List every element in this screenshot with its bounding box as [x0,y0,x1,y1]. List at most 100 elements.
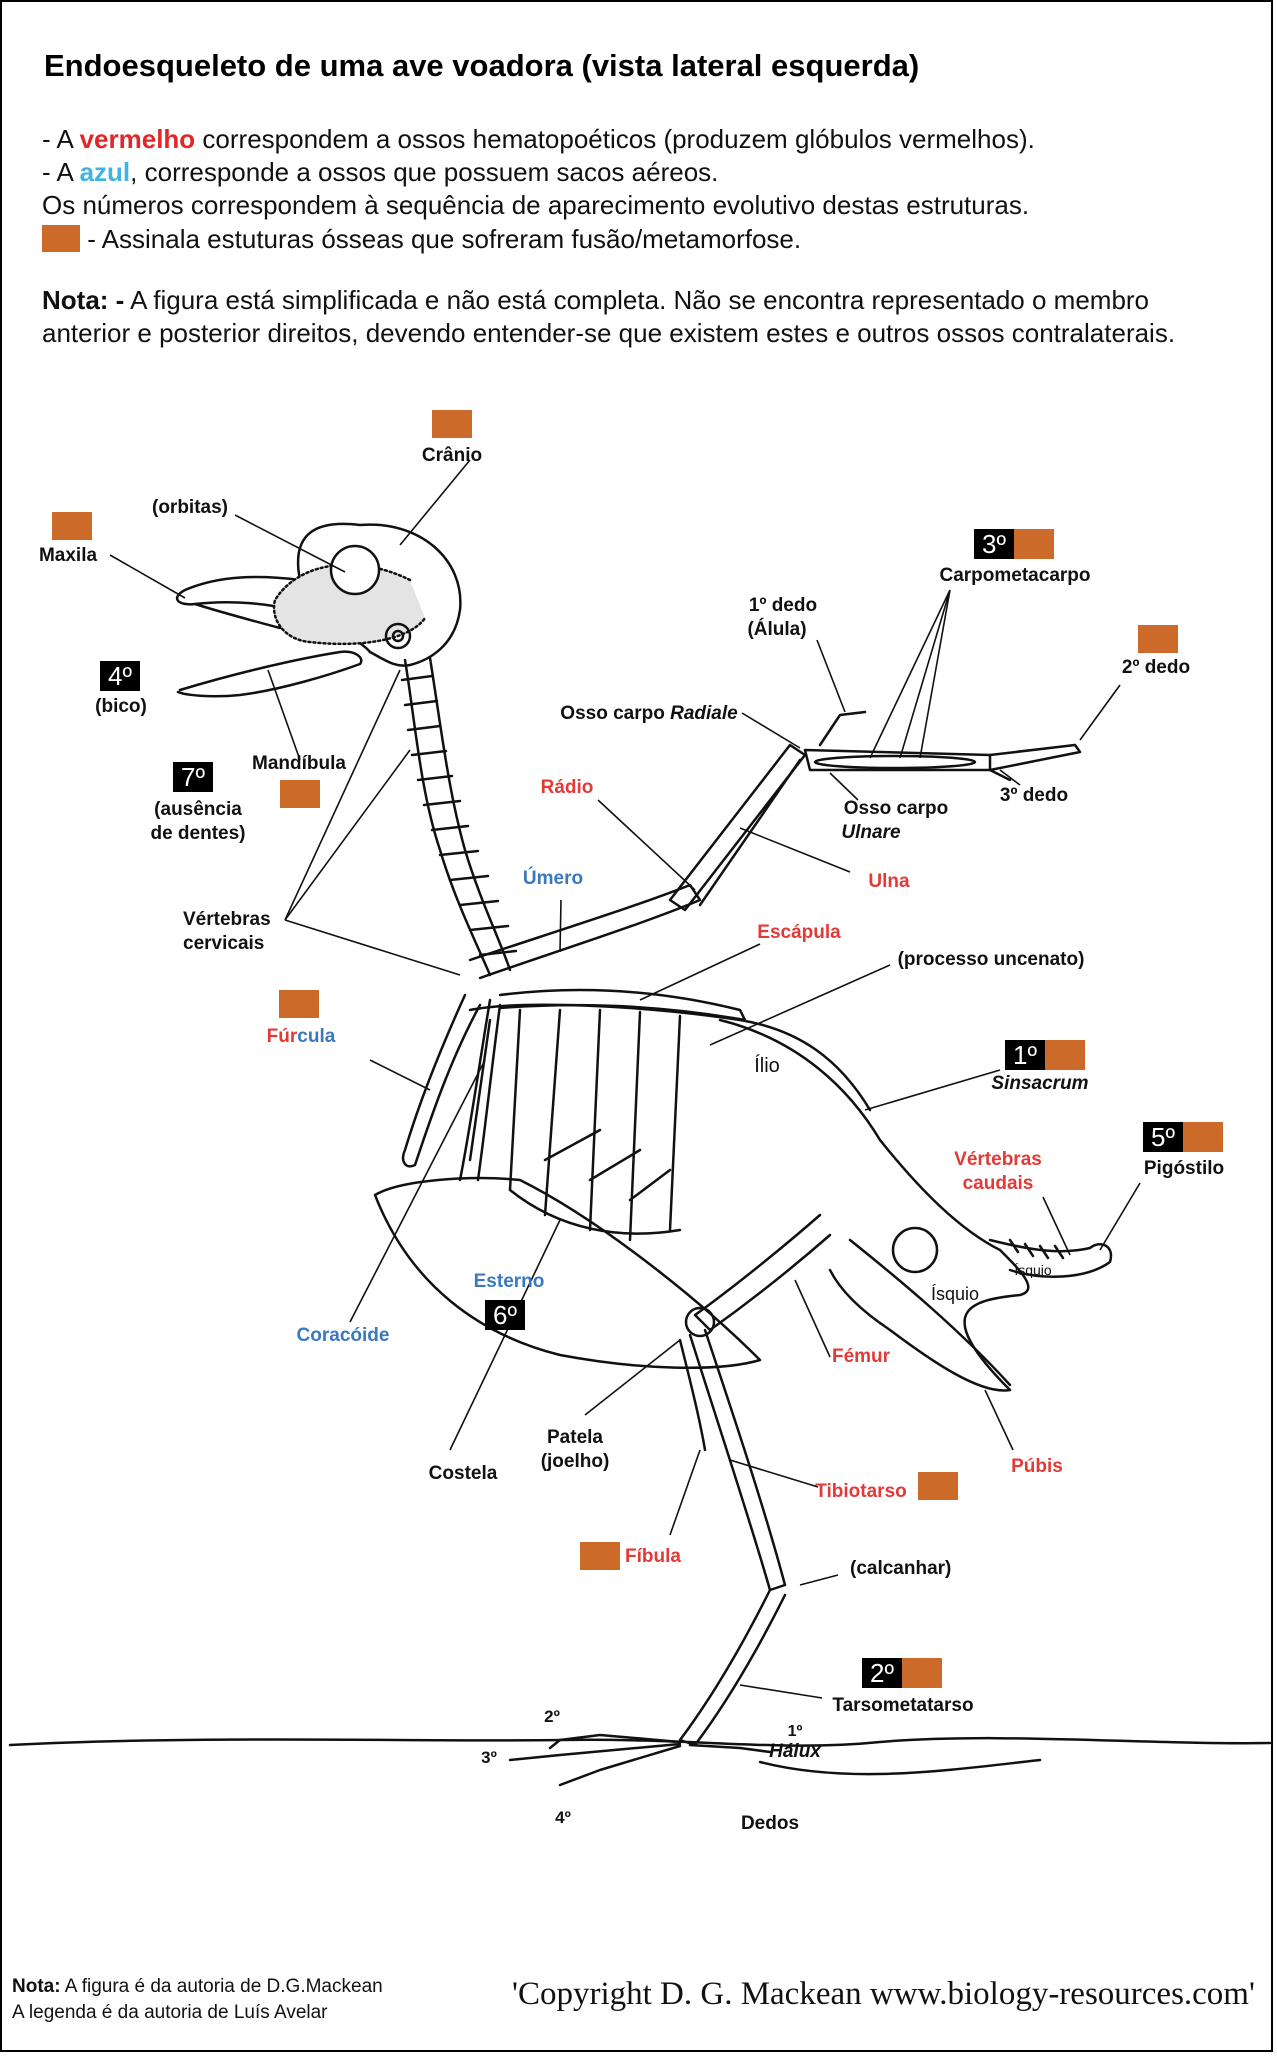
badge-esterno: 6º [485,1300,525,1330]
label-patela-1: Patela [547,1427,603,1448]
label-patela-2: (joelho) [540,1451,610,1472]
badge-ausencia: 7º [173,762,213,792]
fusion-marker [1014,529,1054,559]
legend-blue-prefix: - A [42,157,80,187]
label-mandibula: Mandíbula [252,753,346,774]
badge-number: 2º [862,1658,902,1688]
cervical-vertebrae [400,656,518,977]
fusion-marker-furcula [279,990,319,1018]
legend-swatch-text: - Assinala estuturas ósseas que sofreram… [80,224,802,254]
legend-red-rest: correspondem a ossos hematopoéticos (pro… [195,124,1035,154]
label-carpometacarpo: Carpometacarpo [939,565,1091,586]
label-calcanhar: (calcanhar) [850,1558,952,1579]
label-maxila: Maxila [38,545,98,566]
badge-number: 5º [1143,1122,1183,1152]
fusion-marker-maxila [52,512,92,540]
humerus [468,883,702,980]
label-halux-number: 1º [787,1723,803,1740]
fusion-marker-mandibula [280,780,320,808]
mandible [176,650,363,698]
label-carpo-radiale-italic: Radiale [670,703,738,724]
fusion-marker-fibula [580,1542,620,1570]
label-furcula: Fúrcula [267,1025,336,1049]
label-carpo-ulnare-2: Ulnare [841,822,901,843]
label-toe-3: 3º [481,1748,497,1767]
label-isquio-small: Ísquio [1014,1262,1052,1278]
label-vertebras-cervicais-1: Vértebras [183,909,271,930]
legend-blue-word: azul [79,157,131,187]
digit-3 [988,768,1012,782]
label-vertebras-caudais-2: caudais [962,1173,1034,1194]
skull [175,522,462,667]
femur [693,1213,832,1332]
label-toe-4: 4º [555,1808,571,1827]
digit-2 [988,743,1082,772]
copyright: 'Copyright D. G. Mackean www.biology-res… [512,1976,1255,2012]
label-vertebras-caudais-1: Vértebras [954,1149,1042,1170]
label-pubis: Púbis [1011,1456,1063,1477]
label-furcula-blue: cula [297,1026,336,1047]
label-ausencia-1: (ausência [154,799,242,820]
footer-note-bold: Nota: [12,1976,61,1997]
label-vertebras-cervicais-2: cervicais [183,933,265,954]
footer-note-1: Nota: A figura é da autoria de D.G.Macke… [12,1976,383,1998]
label-esterno: Esterno [473,1271,545,1292]
label-furcula-red: Fúr [266,1026,298,1047]
label-sinsacrum: Sinsacrum [991,1073,1089,1094]
digit-1-alula [818,710,867,747]
tarsometatarsus [678,1588,787,1747]
badge-number: 7º [173,762,213,792]
legend-red-prefix: - A [42,124,80,154]
badge-number: 4º [100,661,140,691]
label-umero: Úmero [522,868,584,889]
note-bold: Nota: - [42,285,125,315]
legend-blue-rest: , corresponde a ossos que possuem sacos … [130,157,719,187]
ground-shadow [758,1758,1042,1776]
label-processo-uncenato: (processo uncenato) [897,949,1085,970]
note-line-1: Nota: - A figura está simplificada e não… [42,285,1149,316]
legend-numbers-line: Os números correspondem à sequência de a… [42,190,1030,220]
caudal-vertebrae [1008,1238,1065,1260]
footer-note-2: A legenda é da autoria de Luís Avelar [12,2002,328,2023]
footer-note-text: A figura é da autoria de D.G.Mackean [60,1976,383,1997]
label-carpo-radiale: Osso carpo Radiale [560,702,737,726]
badge-sinsacrum: 1º [1005,1040,1085,1070]
label-coracoide: Coracóide [296,1325,390,1346]
coracoid [458,998,502,1182]
label-tarsometatarso: Tarsometatarso [832,1695,974,1716]
label-halux: Hálux [769,1741,821,1762]
fibula [678,1338,707,1452]
label-femur: Fémur [831,1346,891,1367]
knee [684,1306,716,1338]
sternum-keel [373,1176,762,1370]
badge-tarsometatarso: 2º [862,1658,942,1688]
label-dedo-3: 3º dedo [999,785,1069,806]
page-title: Endoesqueleto de uma ave voadora (vista … [44,48,920,83]
fusion-marker-cranio [432,410,472,438]
badge-number: 6º [485,1300,525,1330]
label-carpo-radiale-text: Osso carpo [560,703,671,724]
legend-red-word: vermelho [79,124,196,154]
badge-bico: 4º [100,661,140,691]
label-pigostilo: Pigóstilo [1143,1158,1225,1179]
label-isquio: Ísquio [930,1284,980,1304]
fusion-marker-tibiotarso [918,1472,958,1500]
ribcage [468,1003,872,1242]
label-bico: (bico) [95,696,147,717]
legend-blue-line: - A azul, corresponde a ossos que possue… [42,157,718,188]
label-carpo-ulnare-1: Osso carpo [843,798,949,819]
label-dedo-2: 2º dedo [1121,657,1191,678]
scapula [498,988,747,1022]
tibiotarsus [688,1328,787,1592]
label-cranio: Crânio [421,445,483,466]
fusion-marker [1183,1122,1223,1152]
label-radio: Rádio [540,777,594,798]
badge-carpometacarpo: 3º [974,529,1054,559]
fusion-marker [1045,1040,1085,1070]
label-ausencia-2: de dentes) [150,823,246,844]
legend-red-line: - A vermelho correspondem a ossos hemato… [42,124,1035,155]
label-tibiotarso: Tibiotarso [815,1481,907,1502]
label-ilio: Ílio [754,1055,780,1077]
